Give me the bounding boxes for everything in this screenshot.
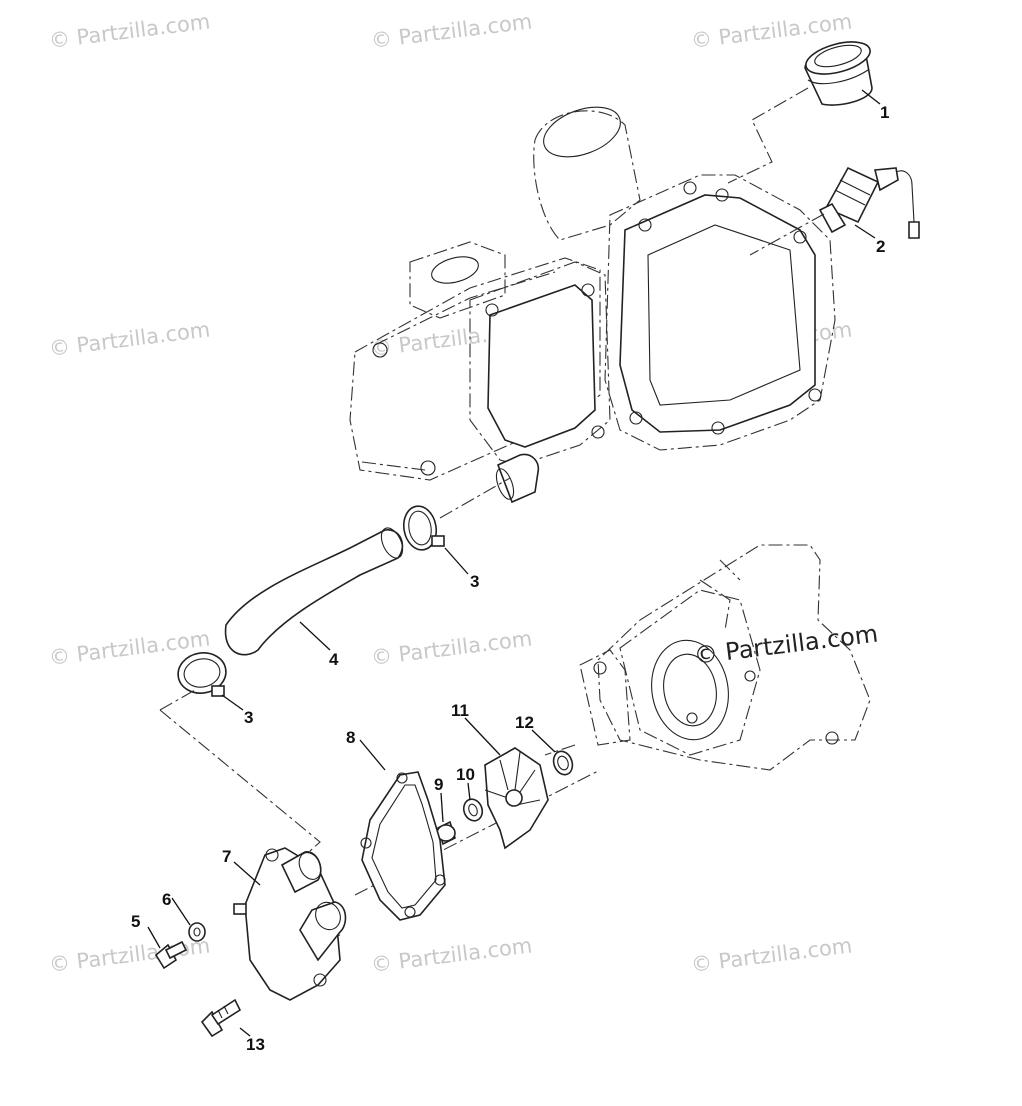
leader-lines [147,89,881,1037]
watermark: © Partzilla.com [370,626,534,670]
main-watermark: © Partzilla.com [692,620,879,670]
impeller-part-11 [484,747,549,850]
callout-labels: 1 2 3 4 3 5 6 7 8 9 10 11 12 13 [131,103,889,1054]
alignment-line [159,709,321,861]
callout-9: 9 [434,775,443,794]
callout-10: 10 [456,765,475,784]
watermark: © Partzilla.com [48,317,212,361]
gasket-part-8 [360,771,446,921]
hose-clamp-lower [177,652,227,697]
callout-4: 4 [329,650,339,669]
alignment-line [727,87,809,184]
washer-part-6 [188,922,206,942]
crankcase-outline [579,544,871,771]
callout-8: 8 [346,728,355,747]
watermark: © Partzilla.com [690,933,854,977]
alignment-line [749,213,825,256]
watermark: © Partzilla.com [370,933,534,977]
plug-part-9 [436,820,456,846]
temperature-sensor-part [818,166,920,239]
alignment-line [159,689,196,711]
pump-cover-part-7 [233,847,347,1001]
washer-part-10 [462,798,484,822]
callout-3-upper: 3 [470,572,479,591]
watermark: © Partzilla.com [48,9,212,53]
callout-2: 2 [876,237,885,256]
callout-12: 12 [515,713,534,732]
bolt-part-5 [154,940,188,970]
bolt-part-13 [200,998,242,1038]
callout-1: 1 [880,103,889,122]
seal-part-12 [552,750,574,776]
callout-11: 11 [451,701,469,720]
alignment-line [439,477,511,519]
watermark: © Partzilla.com [48,933,212,977]
hose-clamp-upper [402,505,445,551]
thermostat-part [804,41,873,106]
callout-5: 5 [131,912,140,931]
callout-13: 13 [246,1035,265,1054]
watermark: © Partzilla.com [370,9,534,53]
alignment-line [544,744,576,756]
callout-3-lower: 3 [244,708,253,727]
callout-6: 6 [162,890,171,909]
coolant-hose-part [224,527,404,656]
callout-7: 7 [222,847,231,866]
cylinder-head-outline [349,106,836,504]
